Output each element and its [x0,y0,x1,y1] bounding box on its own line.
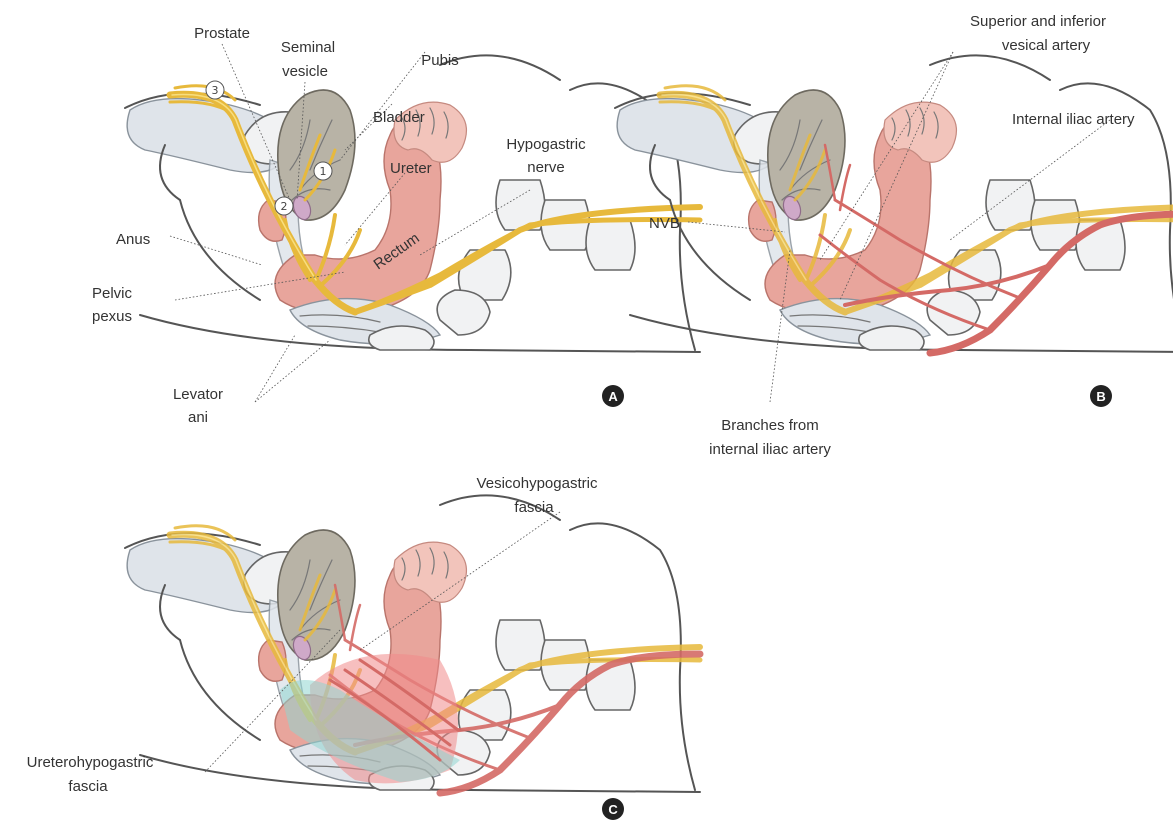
marker-1-label: 1 [320,165,327,178]
panel-c-badge: C [602,798,624,820]
label-nvb: NVB [649,215,680,232]
label-branches-1: Branches from [721,417,819,434]
label-bladder: Bladder [373,109,425,126]
panel-b-badge-label: B [1096,389,1105,404]
label-hypogastric-nerve-1: Hypogastric [506,136,586,153]
label-ureter: Ureter [390,160,432,177]
label-vesicohypogastric-1: Vesicohypogastric [477,475,598,492]
panel-a-badge-label: A [608,389,618,404]
panel-a-badge: A [602,385,624,407]
panel-b: Superior and inferior vesical artery Int… [615,13,1173,458]
panel-b-badge: B [1090,385,1112,407]
label-seminal-vesicle-2: vesicle [282,63,328,80]
label-vesicohypogastric-2: fascia [514,499,554,516]
label-levator-ani-1: Levator [173,386,223,403]
marker-2-label: 2 [281,200,288,213]
label-anus: Anus [116,231,150,248]
label-prostate: Prostate [194,25,250,42]
panel-c: Vesicohypogastric fascia Ureterohypogast… [27,475,700,820]
panel-a-anatomy-illustration [125,55,700,352]
label-pelvic-plexus-2: pexus [92,308,132,325]
label-pelvic-plexus-1: Pelvic [92,285,133,302]
label-pubis: Pubis [421,52,459,69]
label-vesical-artery-1: Superior and inferior [970,13,1106,30]
panel-a: 3 1 2 Prostate Seminal vesicle Pubis Bla… [92,25,700,426]
label-levator-ani-2: ani [188,409,208,426]
marker-3: 3 [206,81,224,99]
label-internal-iliac-artery: Internal iliac artery [1012,111,1135,128]
label-vesical-artery-2: vesical artery [1002,37,1091,54]
label-seminal-vesicle-1: Seminal [281,39,335,56]
label-ureterohypogastric-2: fascia [68,778,108,795]
label-hypogastric-nerve-2: nerve [527,159,565,176]
label-branches-2: internal iliac artery [709,441,831,458]
marker-1: 1 [314,162,332,180]
marker-3-label: 3 [212,84,219,97]
label-ureterohypogastric-1: Ureterohypogastric [27,754,154,771]
panel-c-anatomy-illustration [125,495,700,793]
panel-c-badge-label: C [608,802,618,817]
